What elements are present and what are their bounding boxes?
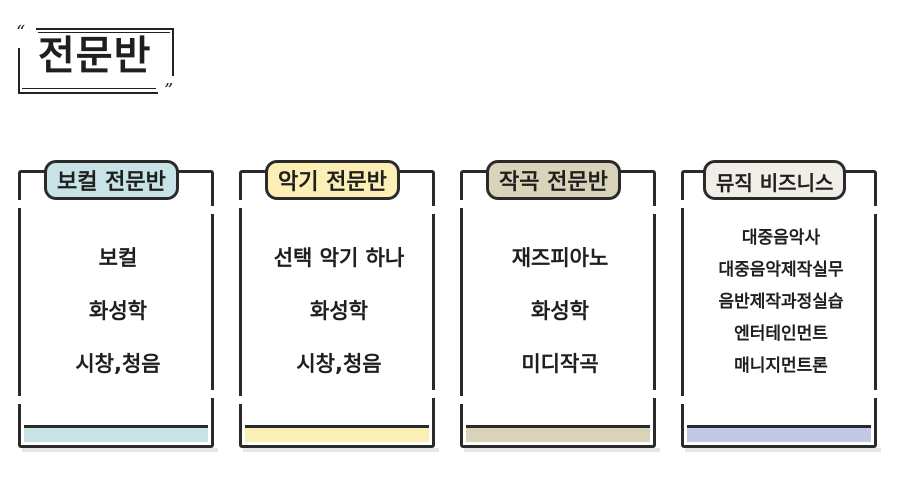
frame-gap	[237, 396, 245, 404]
page-title: 전문반	[38, 33, 152, 79]
card-item: 재즈피아노	[511, 246, 609, 270]
card-item: 선택 악기 하나	[273, 246, 405, 270]
title-frame-left	[18, 48, 20, 94]
card-footer	[687, 425, 871, 442]
card-item: 대중음악사	[741, 228, 821, 248]
card-frame	[681, 170, 877, 448]
card-items: 보컬 화성학 시창,청음	[18, 232, 218, 391]
card-tag: 보컬 전문반	[44, 160, 179, 200]
frame-gap	[679, 200, 687, 208]
title-frame-top	[36, 28, 174, 30]
card-item: 대중음악제작실무	[718, 260, 844, 280]
card-shadow	[243, 448, 439, 452]
card-frame	[239, 170, 435, 448]
title-block: “ 전문반 ”	[14, 22, 184, 102]
frame-gap	[237, 200, 245, 208]
frame-gap	[679, 396, 687, 404]
card-frame	[460, 170, 656, 448]
card-item: 화성학	[89, 299, 147, 323]
card-footer	[466, 425, 650, 442]
card-items: 선택 악기 하나 화성학 시창,청음	[239, 232, 439, 391]
card-item: 시창,청음	[296, 352, 382, 376]
card-item: 음반제작과정실습	[718, 292, 844, 312]
card-item: 미디작곡	[521, 352, 599, 376]
frame-gap	[429, 206, 437, 214]
title-frame-bottom	[18, 92, 158, 94]
card-item: 화성학	[531, 299, 589, 323]
frame-gap	[650, 206, 658, 214]
card-item: 시창,청음	[75, 352, 161, 376]
card-item: 보컬	[98, 246, 138, 270]
frame-gap	[16, 200, 24, 208]
title-frame-right	[172, 28, 174, 76]
close-quote-icon: ”	[164, 80, 174, 101]
frame-gap	[429, 390, 437, 398]
card-frame	[18, 170, 214, 448]
card-shadow	[22, 448, 218, 452]
frame-gap	[458, 396, 466, 404]
card-tag: 뮤직 비즈니스	[703, 160, 847, 200]
card-shadow	[685, 448, 881, 452]
frame-gap	[871, 206, 879, 214]
card-footer	[24, 425, 208, 442]
title-frame-top-inner	[38, 32, 170, 33]
card-music-business: 뮤직 비즈니스 대중음악사 대중음악제작실무 음반제작과정실습 엔터테인먼트 매…	[679, 160, 881, 452]
frame-gap	[208, 390, 216, 398]
card-items: 대중음악사 대중음악제작실무 음반제작과정실습 엔터테인먼트 매니지먼트론	[681, 222, 881, 382]
frame-gap	[650, 390, 658, 398]
card-instrument: 악기 전문반 선택 악기 하나 화성학 시창,청음	[237, 160, 439, 452]
open-quote-icon: “	[16, 22, 26, 43]
card-item: 화성학	[310, 299, 368, 323]
frame-gap	[458, 200, 466, 208]
card-item: 매니지먼트론	[734, 356, 828, 376]
card-item: 엔터테인먼트	[734, 324, 828, 344]
card-vocal: 보컬 전문반 보컬 화성학 시창,청음	[16, 160, 218, 452]
card-tag: 작곡 전문반	[486, 160, 621, 200]
frame-gap	[871, 390, 879, 398]
frame-gap	[208, 206, 216, 214]
card-items: 재즈피아노 화성학 미디작곡	[460, 232, 660, 391]
frame-gap	[16, 396, 24, 404]
card-composition: 작곡 전문반 재즈피아노 화성학 미디작곡	[458, 160, 660, 452]
card-shadow	[464, 448, 660, 452]
title-frame-bottom-inner	[22, 88, 156, 89]
card-tag: 악기 전문반	[265, 160, 400, 200]
card-footer	[245, 425, 429, 442]
